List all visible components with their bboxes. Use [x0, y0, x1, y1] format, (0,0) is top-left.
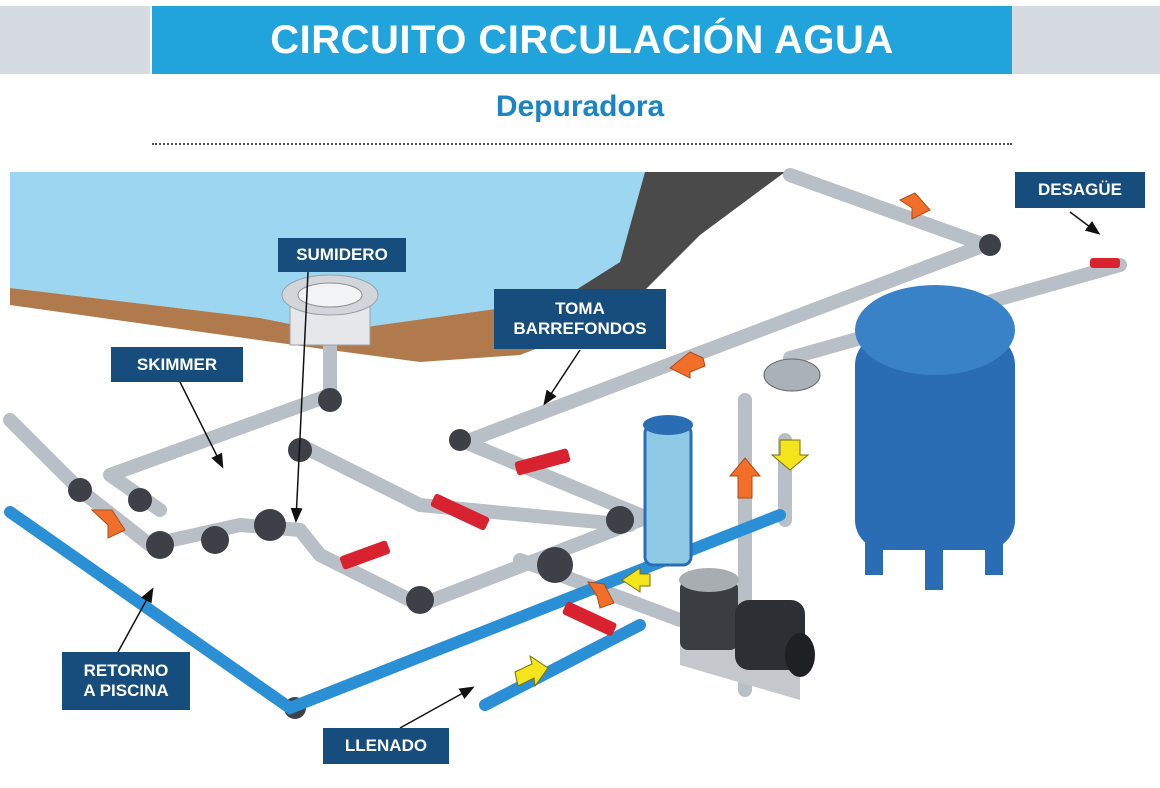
- flow-arrow-orange: [587, 581, 615, 609]
- pool-ground: [10, 288, 585, 362]
- leader-line: [1069, 211, 1101, 235]
- header-band-left: [0, 6, 150, 74]
- flow-arrow-orange: [898, 192, 931, 220]
- valve: [339, 540, 391, 570]
- flow-arrow-orange: [90, 509, 126, 539]
- page-subtitle: Depuradora: [495, 90, 665, 123]
- leader-line: [543, 349, 581, 406]
- elbow: [406, 586, 434, 614]
- pipe-llenado: [479, 619, 646, 711]
- pipe-toma: [453, 433, 647, 522]
- dotted-divider: [152, 143, 1012, 145]
- pump: [679, 568, 815, 700]
- leader-line: [179, 381, 224, 469]
- elbow: [146, 531, 174, 559]
- flow-arrow-yellow: [770, 439, 810, 471]
- leader-line: [117, 587, 154, 653]
- flow-arrow-orange: [669, 351, 706, 379]
- elbow: [254, 509, 286, 541]
- elbow: [318, 388, 342, 412]
- selector-valve: [763, 358, 821, 392]
- label-llenado: LLENADO: [323, 728, 449, 764]
- elbow: [68, 478, 92, 502]
- flow-arrow-orange: [728, 457, 762, 499]
- label-desague: DESAGÜE: [1015, 172, 1145, 208]
- page-title: CIRCUITO CIRCULACIÓN AGUA: [152, 6, 1012, 74]
- flow-arrow-yellow: [514, 654, 549, 688]
- label-skimmer: SKIMMER: [111, 347, 243, 382]
- leader-line: [399, 686, 475, 729]
- elbow: [606, 506, 634, 534]
- valve: [430, 493, 490, 531]
- chlorinator: [643, 415, 693, 567]
- flow-arrow-yellow: [621, 567, 651, 593]
- sand-filter-tank: [855, 285, 1015, 590]
- valve: [562, 601, 617, 636]
- pipe-retorno: [4, 506, 786, 715]
- valve: [1090, 258, 1120, 268]
- label-sumidero: SUMIDERO: [278, 238, 406, 272]
- leader-line: [290, 271, 309, 523]
- elbow: [449, 429, 471, 451]
- valve: [514, 448, 571, 476]
- elbow: [128, 488, 152, 512]
- label-retorno-piscina: RETORNO A PISCINA: [62, 652, 190, 710]
- header-band-right: [1012, 6, 1160, 74]
- pipe-main: [293, 438, 637, 532]
- sumidero-drain: [281, 274, 379, 346]
- elbow: [979, 234, 1001, 256]
- label-toma-barrefondos: TOMA BARREFONDOS: [494, 289, 666, 349]
- tee-cross: [537, 547, 573, 583]
- elbow: [201, 526, 229, 554]
